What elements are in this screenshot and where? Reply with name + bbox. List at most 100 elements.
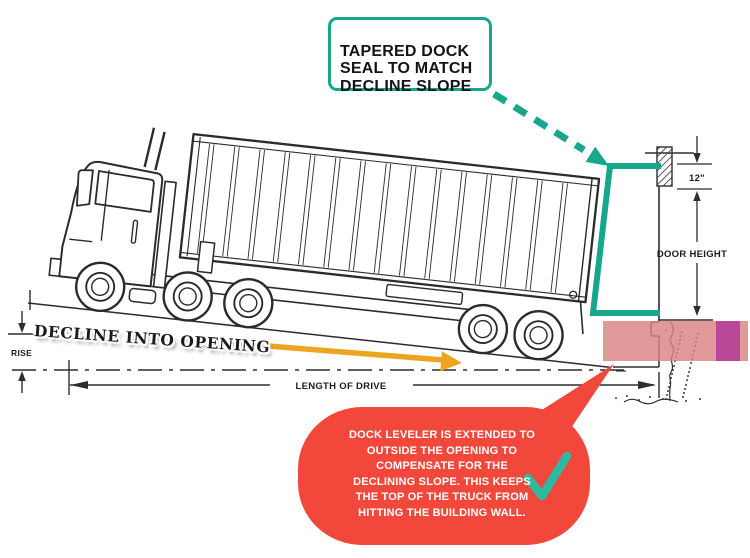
dim12-down-arrowhead [693, 153, 701, 163]
trailer-rib [474, 174, 488, 285]
doorheight-down-arrowhead [693, 306, 701, 316]
concrete-speckle [689, 367, 691, 369]
concrete-speckle [685, 384, 687, 386]
dock-leveler-note-text: DOCK LEVELER IS EXTENDED TO OUTSIDE THE … [348, 429, 536, 519]
drive-dim-arrowhead-right [638, 381, 656, 389]
concrete-speckle [687, 375, 689, 377]
cab-front-step [48, 257, 62, 278]
cab-side-step [128, 287, 157, 305]
tapered-seal-callout: TAPERED DOCK SEAL TO MATCH DECLINE SLOPE [328, 17, 492, 95]
cab-door-seam [100, 170, 110, 241]
trailer-bottom-rail [180, 251, 587, 298]
concrete-speckle [669, 382, 671, 384]
trailer-underbox [385, 283, 464, 306]
trailer-rear-hinge [569, 290, 578, 299]
concrete-speckle [667, 390, 669, 392]
length-of-drive-label: LENGTH OF DRIVE [295, 381, 386, 392]
concrete-speckle [686, 379, 688, 381]
trailer-rib [449, 171, 463, 282]
concrete-speckle [682, 396, 684, 398]
dim-door-height [693, 199, 701, 316]
trailer-rib [201, 144, 215, 254]
cab-back-panel [152, 180, 177, 289]
rise-label: RISE [11, 348, 32, 358]
trailer-rib [554, 183, 568, 293]
trailer-rib [525, 180, 539, 290]
trailer-rib [479, 175, 493, 285]
concrete-speckle [665, 398, 667, 400]
trailer-top-rail [192, 140, 599, 187]
door-height-label: DOOR HEIGHT [657, 249, 727, 260]
concrete-speckle [672, 369, 674, 371]
trailer-wheel-2 [513, 310, 564, 361]
dashed-arrow-icon [492, 91, 609, 166]
rise-lower-arrowhead [18, 371, 26, 381]
trailer-rib [529, 180, 543, 291]
cab-door-handle [130, 219, 139, 244]
concrete-speckle [683, 392, 685, 394]
cab-windshield-small-pane [76, 169, 94, 207]
leveler-magenta-band [716, 321, 740, 361]
trailer-rib [378, 163, 392, 274]
drive-wheel-1 [162, 271, 213, 322]
orange-arrow-shaft [229, 340, 444, 363]
truck-wheels [75, 261, 564, 361]
trailer-rib [226, 147, 240, 257]
trailer-rib [323, 157, 337, 268]
trailer-rib [424, 168, 438, 279]
trailer-rib [272, 152, 286, 262]
trailer-rear-post [577, 178, 593, 302]
trailer-front-post [186, 136, 201, 257]
trailer-rib [453, 172, 467, 282]
trailer-rib [298, 155, 311, 265]
note-bubble [298, 364, 614, 545]
trailer-rib [499, 177, 513, 287]
twelve-inch-label: 12" [689, 173, 705, 184]
slope-ground-line [27, 302, 610, 368]
tapered-dock-seal [589, 163, 661, 316]
trailer-rib [327, 158, 341, 268]
trailer-rib [348, 160, 362, 271]
concrete-speckle [638, 399, 640, 401]
trailer-rib [373, 163, 387, 273]
note-bubble-body [298, 407, 590, 545]
check-icon [523, 451, 572, 501]
concrete-speckle [671, 373, 673, 375]
rise-upper-arrowhead [18, 323, 26, 333]
trailer-rib [277, 152, 291, 263]
concrete-speckle [666, 394, 668, 396]
trailer-rib [251, 149, 265, 260]
trailer-rib [197, 143, 210, 254]
concrete-speckle [690, 362, 692, 364]
concrete-speckle [685, 400, 687, 402]
chassis-rail-top [152, 273, 492, 313]
tapered-seal-callout-text: TAPERED DOCK SEAL TO MATCH DECLINE SLOPE [340, 42, 473, 95]
trailer-rib [302, 155, 316, 265]
trailer-rib [504, 177, 518, 288]
concrete-speckle [649, 396, 651, 398]
trailer-box [178, 132, 601, 304]
concrete-speckle [684, 388, 686, 390]
concrete-speckle [673, 365, 675, 367]
trailer-rib [247, 149, 261, 259]
ground-dimension-lines [8, 290, 660, 398]
trailer-rib [428, 169, 442, 279]
dashed-arrow-shaft [492, 91, 586, 153]
concrete-speckle [662, 398, 664, 400]
trailer-rear-bumper [579, 301, 584, 335]
landing-gear-bracket [196, 240, 216, 274]
trailer-rib [550, 182, 564, 293]
truck-drawing [27, 127, 610, 368]
trailer-rib [399, 166, 412, 276]
cab-windshield-main-pane [94, 170, 155, 213]
concrete-speckle [615, 397, 617, 399]
trailer-rib [403, 166, 417, 277]
steer-wheel [75, 261, 126, 313]
exhaust-stack-1 [143, 127, 156, 168]
building-wall-group [645, 146, 713, 321]
trailer-wheel-1 [457, 303, 509, 355]
orange-arrowhead [440, 351, 462, 372]
concrete-speckle [699, 398, 701, 400]
